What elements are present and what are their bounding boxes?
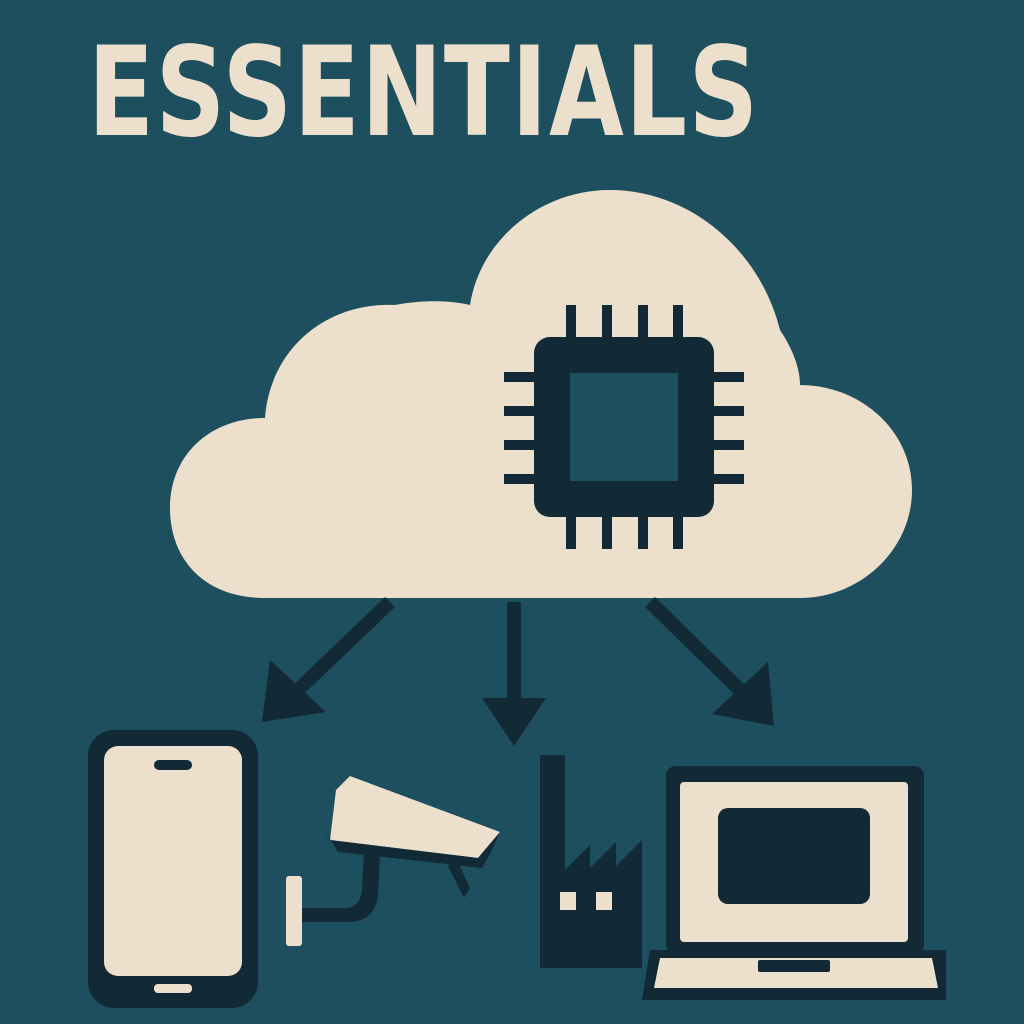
- cpu-chip-icon: [504, 305, 744, 549]
- arrow-center: [482, 602, 546, 746]
- smartphone-icon: [88, 730, 258, 1008]
- arrow-right: [645, 596, 774, 726]
- arrow-left: [262, 596, 395, 722]
- security-camera-icon: [286, 776, 500, 946]
- laptop-icon: [642, 766, 946, 1000]
- factory-icon: [540, 755, 642, 968]
- page-title: ESSENTIALS: [88, 21, 760, 165]
